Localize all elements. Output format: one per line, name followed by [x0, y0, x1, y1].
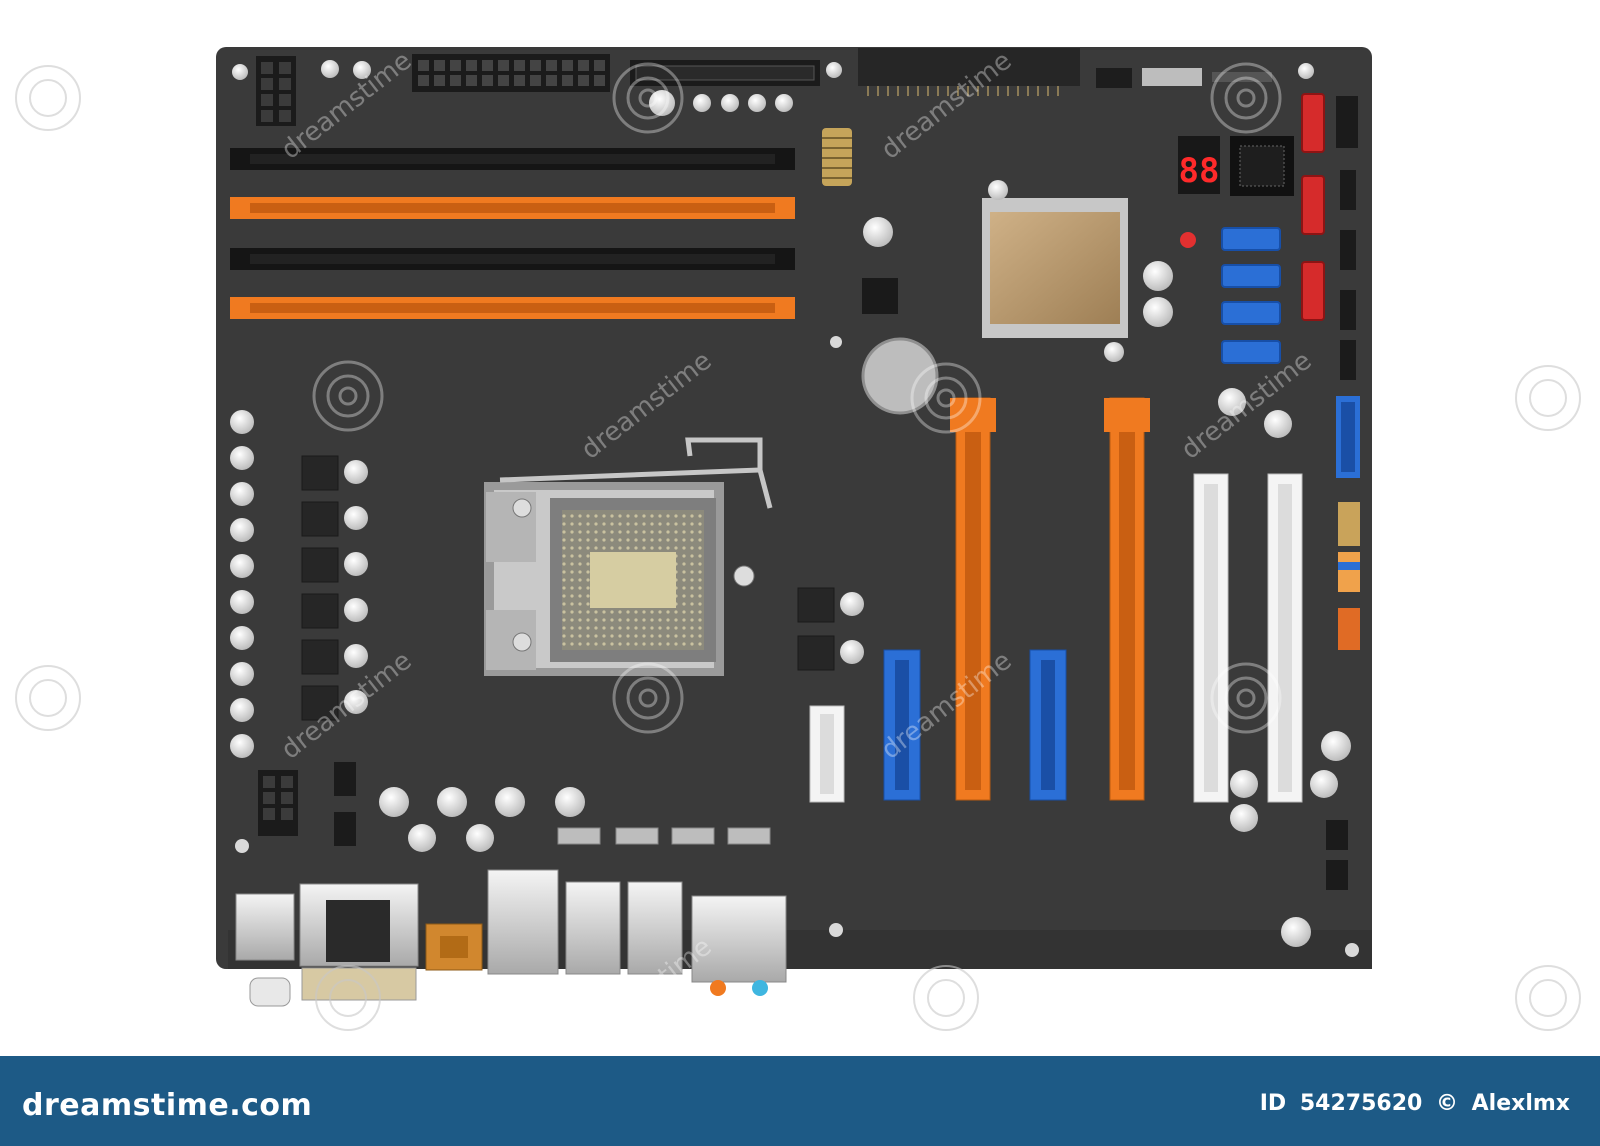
- capacitors-top: [232, 60, 1314, 116]
- pcie-x16-slot-orange-2: [1104, 397, 1150, 801]
- copyright-symbol: ©: [1435, 1091, 1458, 1116]
- footer-band: [0, 1056, 1600, 1146]
- pci-slot-white-1: [1193, 473, 1229, 803]
- eps-power-connector-8pin: [258, 770, 298, 836]
- pcie-x1-slot-blue-2: [1029, 649, 1067, 801]
- status-led: [1180, 232, 1196, 248]
- ram-slot-4: [230, 297, 795, 319]
- debug-led-display: 88: [1178, 136, 1220, 194]
- spiral-watermark-icon-outer: [15, 65, 1581, 1031]
- smd-components-bottom: [557, 827, 771, 845]
- sata-ports-blue: [1221, 227, 1281, 364]
- pci-slot-white-2: [1267, 473, 1303, 803]
- vrm-mosfets: [301, 455, 835, 721]
- cpu-socket: [484, 437, 773, 676]
- debug-led-digits: 88: [1179, 151, 1220, 191]
- chipset-heatsink: [982, 180, 1128, 362]
- pcie-x1-slot-white: [809, 705, 845, 803]
- image-id: 54275620: [1299, 1091, 1423, 1116]
- fan-headers: [334, 762, 1348, 890]
- ram-slot-1: [230, 148, 795, 170]
- rear-io-panel: [235, 869, 787, 1007]
- usb3-header-blue: [1336, 396, 1360, 478]
- author-name: Alexlmx: [1471, 1091, 1570, 1116]
- black-chip-small: [862, 278, 898, 314]
- mounting-holes: [235, 336, 1359, 957]
- floppy-connector: [858, 48, 1080, 96]
- ide-header-connector: [630, 60, 820, 86]
- spiral-watermark-icon: [312, 62, 1282, 734]
- super-io-chip: [1230, 136, 1294, 196]
- inductor-coil: [822, 128, 852, 186]
- image-credit: ID 54275620 © Alexlmx: [1254, 1091, 1570, 1116]
- id-label: ID: [1259, 1091, 1287, 1116]
- ram-slot-3: [230, 248, 795, 270]
- pcie-x16-slot-orange-1: [950, 397, 996, 801]
- atx-power-connector-8pin: [256, 56, 296, 126]
- site-logo-text: dreamstime.com: [22, 1088, 313, 1123]
- ram-slot-2: [230, 197, 795, 219]
- capacitors-vrm: [230, 217, 1351, 947]
- pcie-x1-slot-blue-1: [883, 649, 921, 801]
- front-panel-header: [1096, 68, 1272, 88]
- atx-power-connector-24pin: [412, 54, 610, 92]
- color-pin-headers: [1338, 502, 1360, 650]
- sata-ports-red: [1301, 93, 1325, 321]
- cmos-battery: [861, 337, 939, 415]
- pin-headers-right: [1336, 96, 1358, 380]
